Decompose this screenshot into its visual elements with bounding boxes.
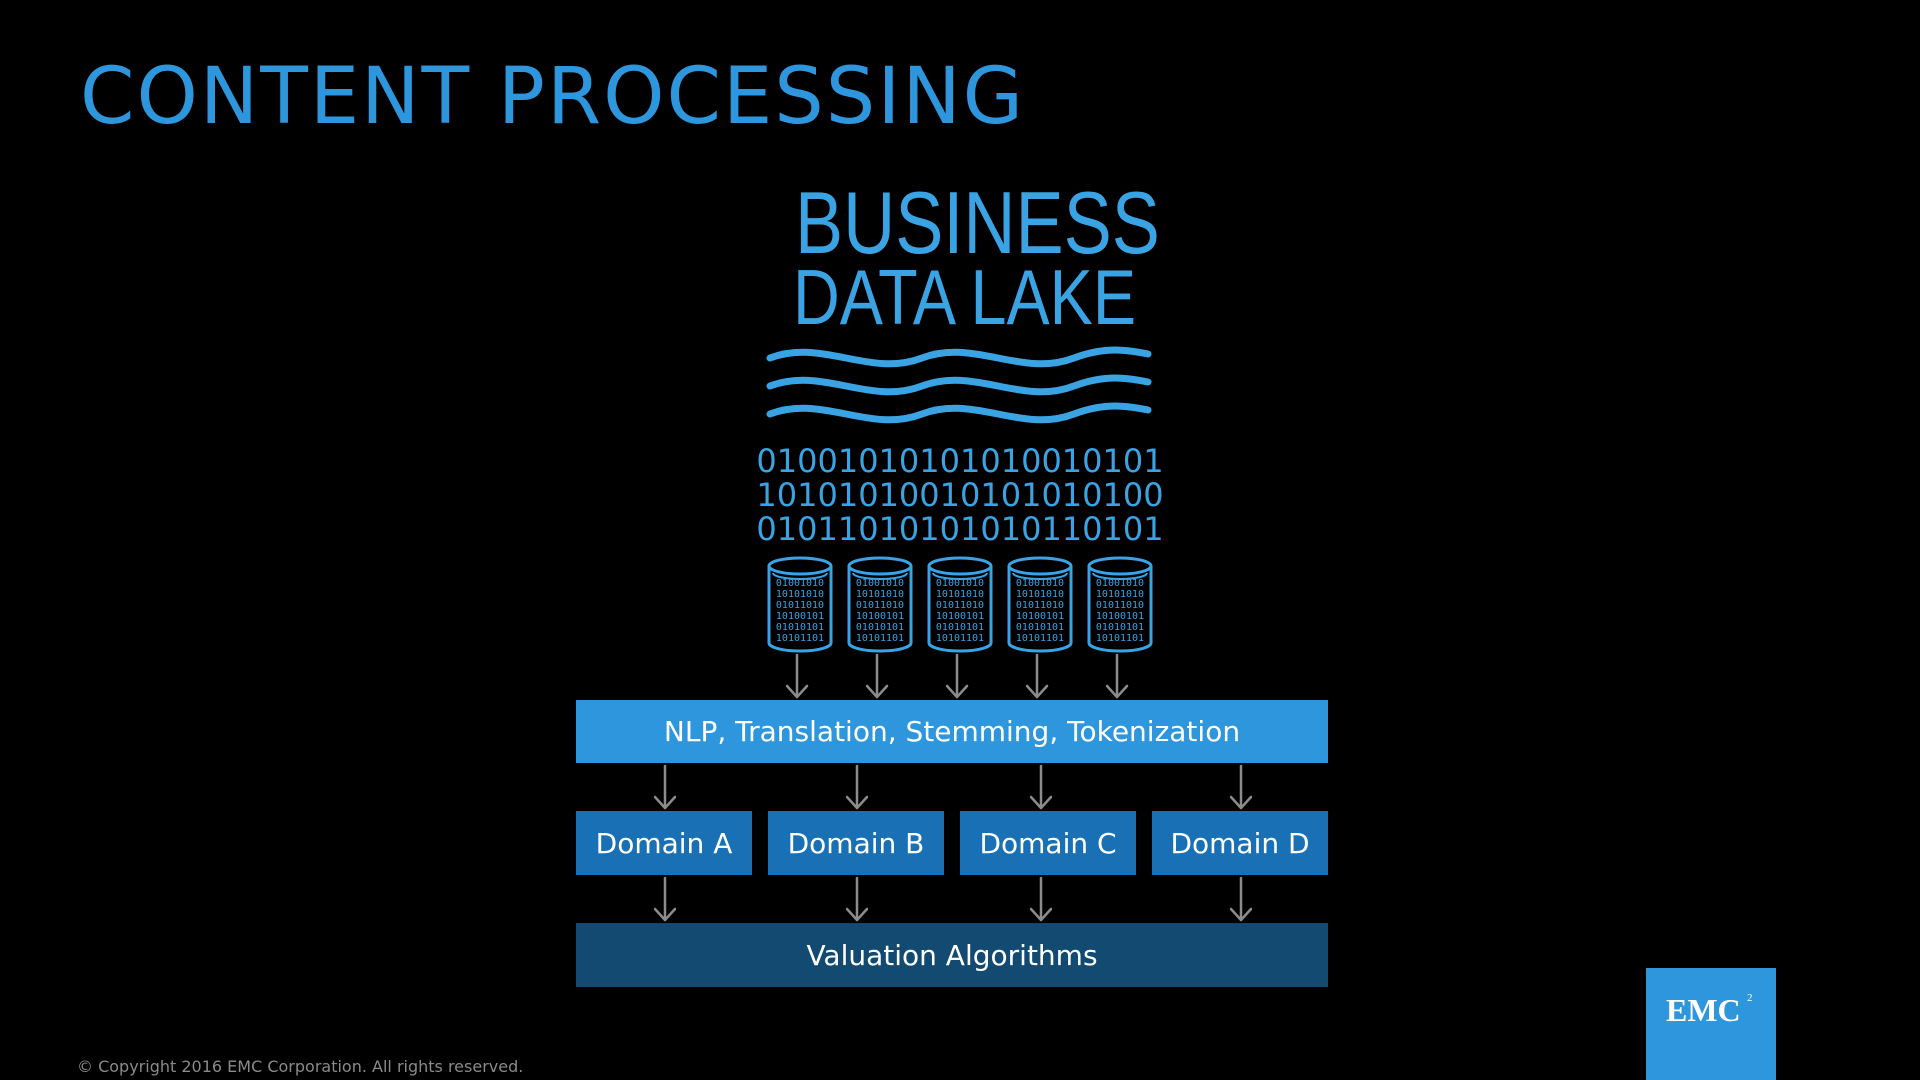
cylinder-text: 01011010 <box>1015 600 1065 611</box>
domain-a-box: Domain A <box>576 811 752 875</box>
cylinder-text: 01011010 <box>775 600 825 611</box>
cylinder-text: 10101010 <box>935 589 985 600</box>
emc-logo: EMC 2 <box>1646 968 1776 1080</box>
arrow-down-icon <box>653 876 677 922</box>
cylinder-text: 01001010 <box>1015 578 1065 589</box>
domain-c-box: Domain C <box>960 811 1136 875</box>
cylinder-text: 01001010 <box>1095 578 1145 589</box>
arrow-down-icon <box>1029 764 1053 810</box>
database-cylinder-4: 01001010 10101010 01011010 10100101 0101… <box>1006 555 1074 655</box>
database-icon <box>847 556 913 653</box>
cylinder-text: 01010101 <box>855 622 905 633</box>
cylinder-text: 01010101 <box>935 622 985 633</box>
cylinder-text: 10101010 <box>775 589 825 600</box>
cylinder-text: 01001010 <box>775 578 825 589</box>
arrow-down-icon <box>845 764 869 810</box>
database-cylinder-3: 01001010 10101010 01011010 10100101 0101… <box>926 555 994 655</box>
cylinder-text: 01011010 <box>935 600 985 611</box>
binary-line: 01001010101010010101 <box>756 442 1164 480</box>
cylinder-text: 01010101 <box>775 622 825 633</box>
domain-d-box: Domain D <box>1152 811 1328 875</box>
cylinder-text: 10101010 <box>855 589 905 600</box>
database-icon <box>1007 556 1073 653</box>
cylinder-text: 10100101 <box>775 611 825 622</box>
arrow-down-icon <box>1025 653 1049 699</box>
arrow-down-icon <box>1229 764 1253 810</box>
cylinder-text: 01011010 <box>855 600 905 611</box>
arrow-down-icon <box>845 876 869 922</box>
database-cylinder-1: 01001010 10101010 01011010 10100101 0101… <box>766 555 834 655</box>
lake-title-line2: DATA LAKE <box>793 253 1137 341</box>
cylinder-text: 10100101 <box>855 611 905 622</box>
cylinder-text: 01001010 <box>935 578 985 589</box>
cylinder-text: 10100101 <box>1095 611 1145 622</box>
database-icon <box>1087 556 1153 653</box>
lake-title-line1: BUSINESS <box>795 173 1160 272</box>
arrow-down-icon <box>945 653 969 699</box>
database-cylinder-2: 01001010 10101010 01011010 10100101 0101… <box>846 555 914 655</box>
arrow-down-icon <box>865 653 889 699</box>
binary-line: 10101010010101010100 <box>756 476 1164 514</box>
nlp-processing-box: NLP, Translation, Stemming, Tokenization <box>576 700 1328 763</box>
binary-stream: 01001010101010010101 1010101001010101010… <box>740 444 1180 546</box>
arrow-down-icon <box>1105 653 1129 699</box>
copyright-notice: © Copyright 2016 EMC Corporation. All ri… <box>77 1057 524 1076</box>
cylinder-text: 10100101 <box>935 611 985 622</box>
cylinder-text: 10100101 <box>1015 611 1065 622</box>
database-icon <box>927 556 993 653</box>
cylinder-text: 10101101 <box>855 633 905 644</box>
arrow-down-icon <box>785 653 809 699</box>
database-icon <box>767 556 833 653</box>
cylinder-text: 10101101 <box>1015 633 1065 644</box>
waves-icon <box>766 346 1152 424</box>
slide-title: CONTENT PROCESSING <box>80 52 1026 142</box>
binary-line: 01011010101010110101 <box>756 510 1164 548</box>
arrow-down-icon <box>1029 876 1053 922</box>
database-cylinder-5: 01001010 10101010 01011010 10100101 0101… <box>1086 555 1154 655</box>
cylinder-text: 01010101 <box>1095 622 1145 633</box>
cylinder-text: 10101010 <box>1095 589 1145 600</box>
valuation-algorithms-box: Valuation Algorithms <box>576 923 1328 987</box>
cylinder-text: 10101010 <box>1015 589 1065 600</box>
logo-superscript: 2 <box>1747 992 1753 1004</box>
cylinder-text: 01001010 <box>855 578 905 589</box>
cylinder-text: 10101101 <box>1095 633 1145 644</box>
cylinder-text: 10101101 <box>775 633 825 644</box>
arrow-down-icon <box>653 764 677 810</box>
domain-b-box: Domain B <box>768 811 944 875</box>
cylinder-text: 01011010 <box>1095 600 1145 611</box>
cylinder-text: 01010101 <box>1015 622 1065 633</box>
arrow-down-icon <box>1229 876 1253 922</box>
cylinder-text: 10101101 <box>935 633 985 644</box>
logo-text: EMC <box>1666 992 1741 1028</box>
